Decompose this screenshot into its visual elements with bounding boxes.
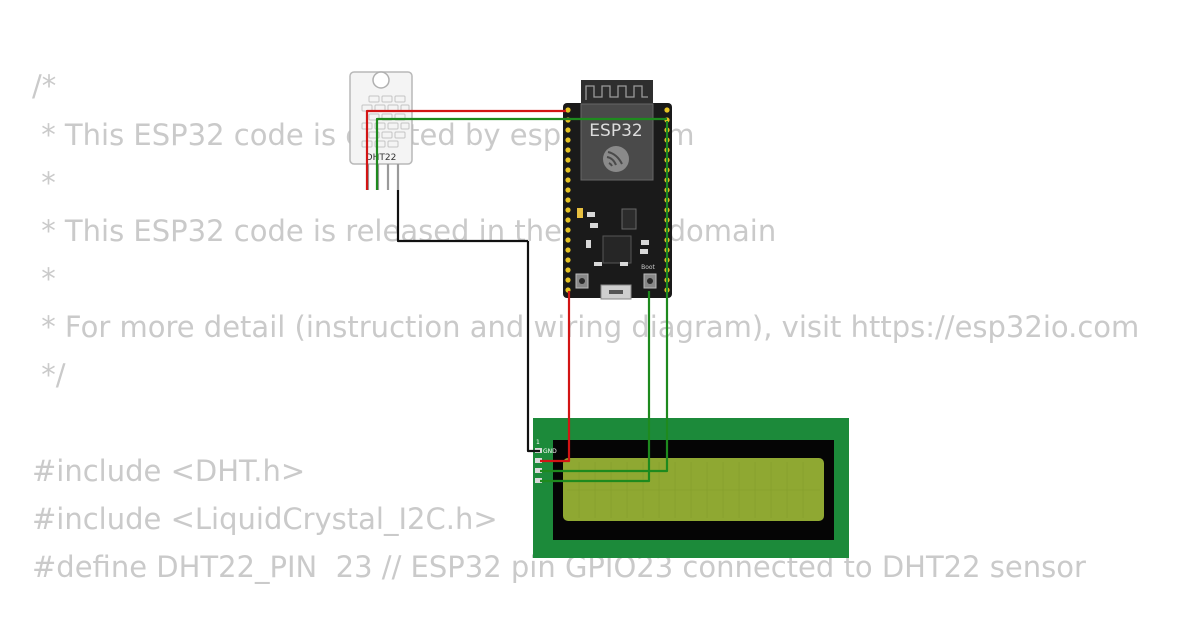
esp32-left-pins xyxy=(565,107,571,293)
dht22-label: DHT22 xyxy=(366,153,397,163)
wire-gnd-lcd[interactable] xyxy=(526,241,540,453)
dht22-mount-hole xyxy=(372,71,390,89)
wires xyxy=(365,109,669,483)
wire-data-dht22[interactable] xyxy=(375,117,667,190)
lcd-screen xyxy=(563,458,824,521)
code-line-10: #include <LiquidCrystal_I2C.h> xyxy=(32,502,498,536)
code-line-6: * For more detail (instruction and wirin… xyxy=(32,310,1140,344)
smd-component xyxy=(587,212,595,217)
antenna-trace xyxy=(585,85,648,100)
smd-component xyxy=(586,240,591,248)
code-line-7: */ xyxy=(32,358,66,392)
esp32-board[interactable]: ESP32 Boot xyxy=(563,80,672,300)
esp32-antenna xyxy=(581,80,653,104)
smd-component xyxy=(594,262,602,266)
wire-gnd-dht22[interactable] xyxy=(396,190,528,243)
lcd-pin-gnd-label: GND xyxy=(543,448,557,455)
boot-button-cap xyxy=(647,278,653,284)
lcd-i2c-display[interactable]: 1 GND xyxy=(533,418,849,558)
dht22-sensor[interactable]: DHT22 xyxy=(349,71,413,190)
smd-component xyxy=(590,223,598,228)
wire-sda-lcd[interactable] xyxy=(540,121,669,473)
wire-vcc-dht22[interactable] xyxy=(365,109,566,190)
lcd-character-grid xyxy=(567,462,820,518)
wire-scl-lcd[interactable] xyxy=(540,291,651,483)
esp32-label: ESP32 xyxy=(589,121,642,141)
usb-port-opening xyxy=(609,290,623,294)
smd-component xyxy=(577,208,583,218)
regulator-chip xyxy=(621,208,637,230)
lcd-pin-1-label: 1 xyxy=(536,439,540,446)
code-line-5: * xyxy=(32,262,56,296)
code-line-9: #include <DHT.h> xyxy=(32,454,306,488)
smd-component xyxy=(640,249,648,254)
code-line-3: * xyxy=(32,166,56,200)
smd-component xyxy=(641,240,649,245)
code-line-1: /* xyxy=(32,69,57,103)
usb-uart-chip xyxy=(602,235,632,264)
wire-vcc-lcd[interactable] xyxy=(540,291,571,463)
boot-button-label: Boot xyxy=(641,264,655,271)
en-button-cap xyxy=(579,278,585,284)
smd-component xyxy=(620,262,628,266)
espressif-logo-icon xyxy=(603,146,629,172)
dht22-pins xyxy=(366,164,400,190)
